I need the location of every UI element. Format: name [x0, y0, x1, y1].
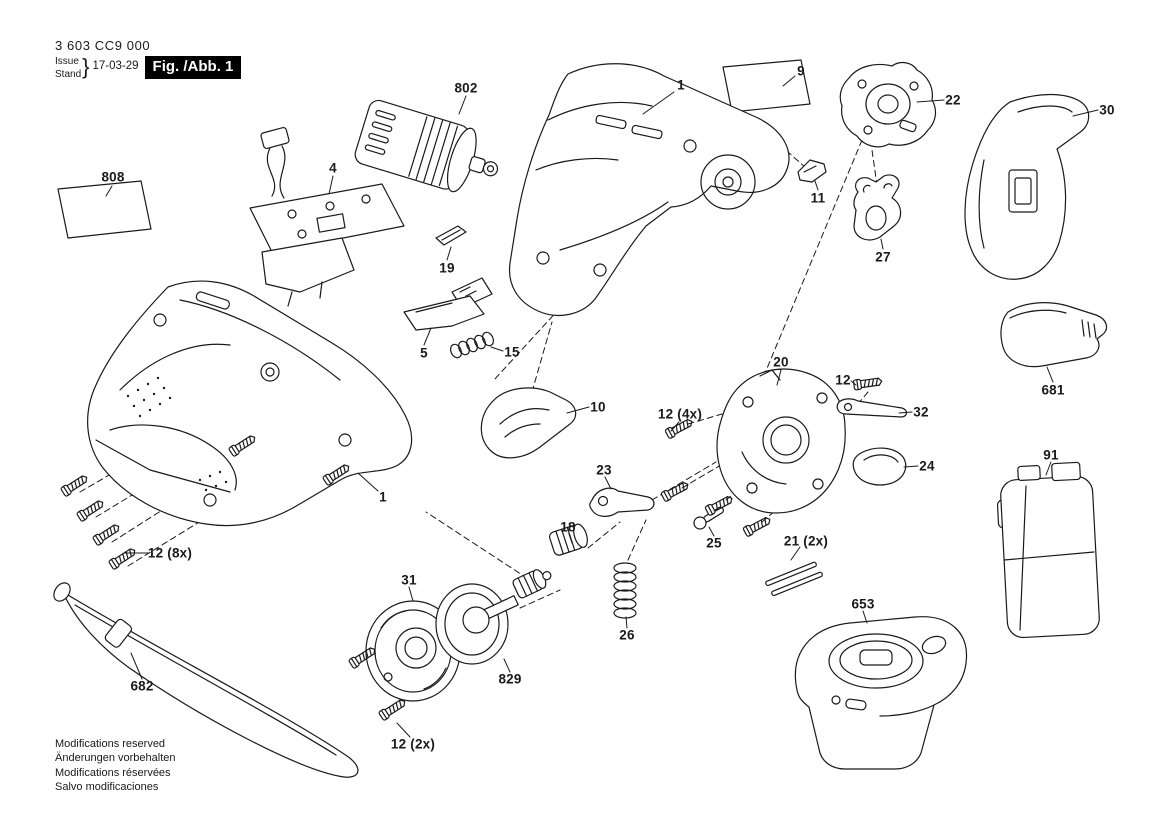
part-802-motor — [354, 99, 499, 193]
part-11-clip — [797, 159, 827, 183]
part-number-label-27: 27 — [875, 249, 891, 265]
brace-glyph: } — [82, 54, 90, 79]
part-number-label-4: 4 — [329, 160, 337, 176]
part-number-label-22: 22 — [945, 92, 961, 108]
grip-texture-dots — [126, 376, 228, 492]
part-number-label-808: 808 — [101, 169, 125, 185]
part-number-label-32: 32 — [913, 404, 929, 420]
part-number-label-1: 1 — [379, 489, 387, 505]
part-number-label-26: 26 — [619, 627, 635, 643]
label-leader-lines — [105, 75, 1099, 738]
note-line-en: Modifications reserved — [55, 738, 166, 750]
part-number-label-91: 91 — [1043, 447, 1059, 463]
part-number-label-1: 1 — [677, 77, 685, 93]
part-number-label-5: 5 — [420, 345, 428, 361]
part-number-label-24: 24 — [919, 458, 935, 474]
part-5-slider-switch — [403, 277, 493, 331]
part-number-label-18: 18 — [560, 519, 576, 535]
part-27-bracket — [853, 174, 902, 241]
part-number-label-25: 25 — [706, 535, 722, 551]
note-line-fr: Modifications réservées — [55, 766, 171, 779]
stand-label: Stand — [55, 68, 82, 80]
part-number-label-12-8x: 12 (8x) — [147, 545, 193, 561]
modifications-note: Modifications reserved Änderungen vorbeh… — [55, 737, 175, 794]
part-number-label-12-2x: 12 (2x) — [390, 736, 436, 752]
bosch-badge — [921, 635, 947, 655]
part-number-label-20: 20 — [773, 354, 789, 370]
part-91-battery-pack — [996, 461, 1100, 639]
assembly-dashed-lines — [79, 139, 881, 665]
part-number-label-23: 23 — [596, 462, 612, 478]
part-30-cover-plate — [964, 93, 1090, 280]
part-25-pin — [693, 506, 724, 530]
part-24-rubber-elbow — [852, 447, 907, 486]
note-line-es: Salvo modificaciones — [55, 780, 159, 793]
note-line-de: Änderungen vorbehalten — [55, 752, 176, 765]
part-number-label-9: 9 — [797, 63, 805, 79]
part-number-label-829: 829 — [498, 671, 522, 687]
part-number-label-681: 681 — [1041, 382, 1065, 398]
part-19-clip — [435, 225, 467, 246]
part-4-electronics-module — [249, 126, 405, 307]
part-15-spring — [449, 331, 495, 359]
part-number-label-31: 31 — [401, 572, 417, 588]
part-26-spring — [613, 562, 637, 619]
part-808-label-plate — [57, 180, 152, 239]
part-829-gear-assembly — [435, 569, 552, 665]
part-number-label-11: 11 — [810, 190, 826, 206]
part-number-label-30: 30 — [1099, 102, 1115, 118]
part-number-label-15: 15 — [504, 344, 520, 360]
part-21-pins — [765, 561, 823, 597]
part-number-label-682: 682 — [130, 678, 154, 694]
document-number: 3 603 CC9 000 — [55, 38, 151, 53]
part-number-label-12: 12 — [835, 372, 851, 388]
part-1-housing-left — [87, 280, 413, 527]
part-682-wrist-strap — [53, 582, 359, 778]
part-23-lever — [589, 487, 655, 517]
part-number-label-10: 10 — [590, 399, 606, 415]
part-681-battery-cap — [1000, 302, 1108, 368]
title-block: 3 603 CC9 000 Issue Stand } 17-03-29 Fig… — [55, 38, 242, 81]
part-number-label-21-2x: 21 (2x) — [783, 533, 829, 549]
part-number-label-653: 653 — [851, 596, 875, 612]
part-653-charger — [794, 616, 968, 770]
part-1-housing-right — [508, 63, 790, 317]
part-number-label-19: 19 — [439, 260, 455, 276]
part-20-gear-flange — [716, 368, 846, 514]
part-9-label-plate — [722, 59, 811, 113]
issue-date: 17-03-29 — [92, 60, 139, 72]
part-number-label-802: 802 — [454, 80, 478, 96]
part-10-knob — [480, 387, 577, 459]
issue-stand-labels: Issue Stand — [55, 56, 81, 81]
part-22-bearing-flange — [839, 61, 937, 148]
issue-label: Issue — [55, 56, 79, 67]
part-31-bearing-plate — [365, 600, 461, 702]
issue-row: Issue Stand } 17-03-29 Fig. /Abb. 1 — [55, 54, 242, 81]
figure-label: Fig. /Abb. 1 — [144, 56, 242, 79]
part-number-label-12-4x: 12 (4x) — [657, 406, 703, 422]
part-18-bearing-sleeve — [548, 523, 588, 556]
